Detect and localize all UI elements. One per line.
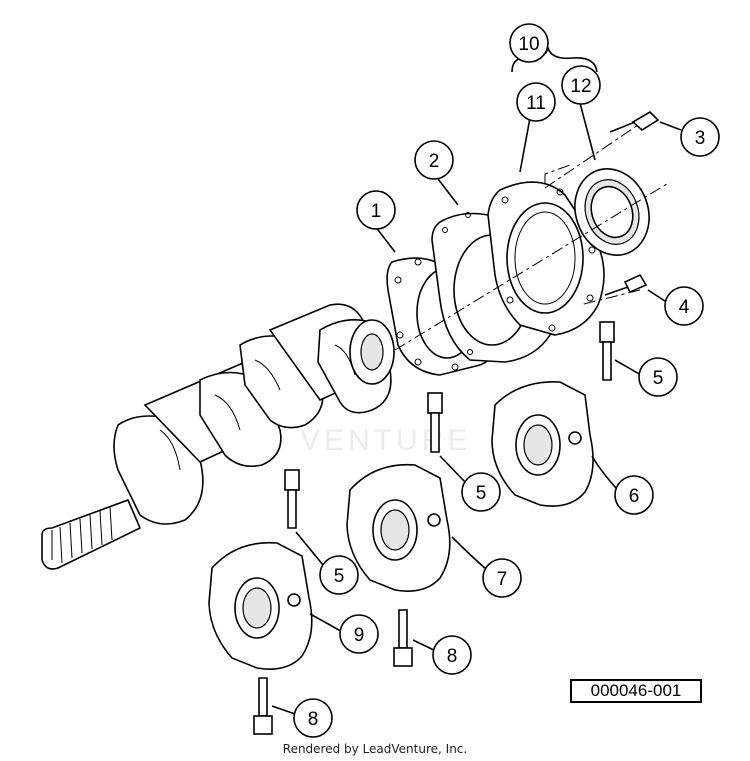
callout-8-lower: 8	[293, 698, 333, 738]
callout-1: 1	[356, 190, 396, 230]
svg-text:1: 1	[371, 201, 382, 222]
callout-8-middle: 8	[432, 635, 472, 675]
svg-text:5: 5	[334, 566, 345, 587]
svg-text:2: 2	[429, 151, 440, 172]
callout-3: 3	[680, 117, 720, 157]
svg-text:3: 3	[695, 128, 706, 149]
callout-7: 7	[482, 558, 522, 598]
svg-text:4: 4	[679, 297, 690, 318]
svg-text:9: 9	[354, 625, 365, 646]
svg-text:7: 7	[497, 569, 508, 590]
render-credit: Rendered by LeadVenture, Inc.	[282, 742, 468, 756]
svg-text:8: 8	[308, 709, 319, 730]
alignment-lines	[394, 124, 671, 351]
bolt-part-4	[604, 273, 648, 296]
svg-text:12: 12	[570, 76, 591, 97]
callout-5-left: 5	[319, 555, 359, 595]
crankshaft	[41, 303, 395, 570]
bolt-part-5-right	[599, 321, 615, 381]
callout-4: 4	[664, 286, 704, 326]
svg-text:11: 11	[526, 93, 546, 114]
callout-2: 2	[414, 140, 454, 180]
callout-5-middle: 5	[461, 472, 501, 512]
bolt-part-8-lower	[253, 677, 273, 735]
bolt-part-5-left	[284, 469, 300, 529]
callout-11: 11	[516, 82, 556, 122]
callout-5-right: 5	[638, 357, 678, 397]
bolt-part-8-middle	[393, 609, 413, 667]
callout-9: 9	[339, 614, 379, 654]
bearing-holder-part-7	[346, 463, 451, 592]
figure-code: 000046-001	[570, 679, 702, 703]
callout-12: 12	[561, 65, 601, 105]
svg-text:6: 6	[629, 486, 640, 507]
svg-text:5: 5	[476, 483, 487, 504]
watermark-text: VENTURE	[300, 424, 471, 457]
seal-retainer-part-11	[487, 181, 605, 336]
bearing-holder-part-6	[491, 381, 594, 507]
bearing-holder-part-9	[208, 541, 313, 670]
bolt-part-3	[609, 110, 660, 133]
svg-text:5: 5	[653, 368, 664, 389]
svg-text:10: 10	[518, 34, 539, 55]
callout-10: 10	[509, 23, 549, 63]
svg-text:8: 8	[447, 646, 458, 667]
bolt-part-5-middle	[427, 392, 443, 453]
oil-seal-part-12	[574, 168, 650, 256]
callout-6: 6	[614, 475, 654, 515]
